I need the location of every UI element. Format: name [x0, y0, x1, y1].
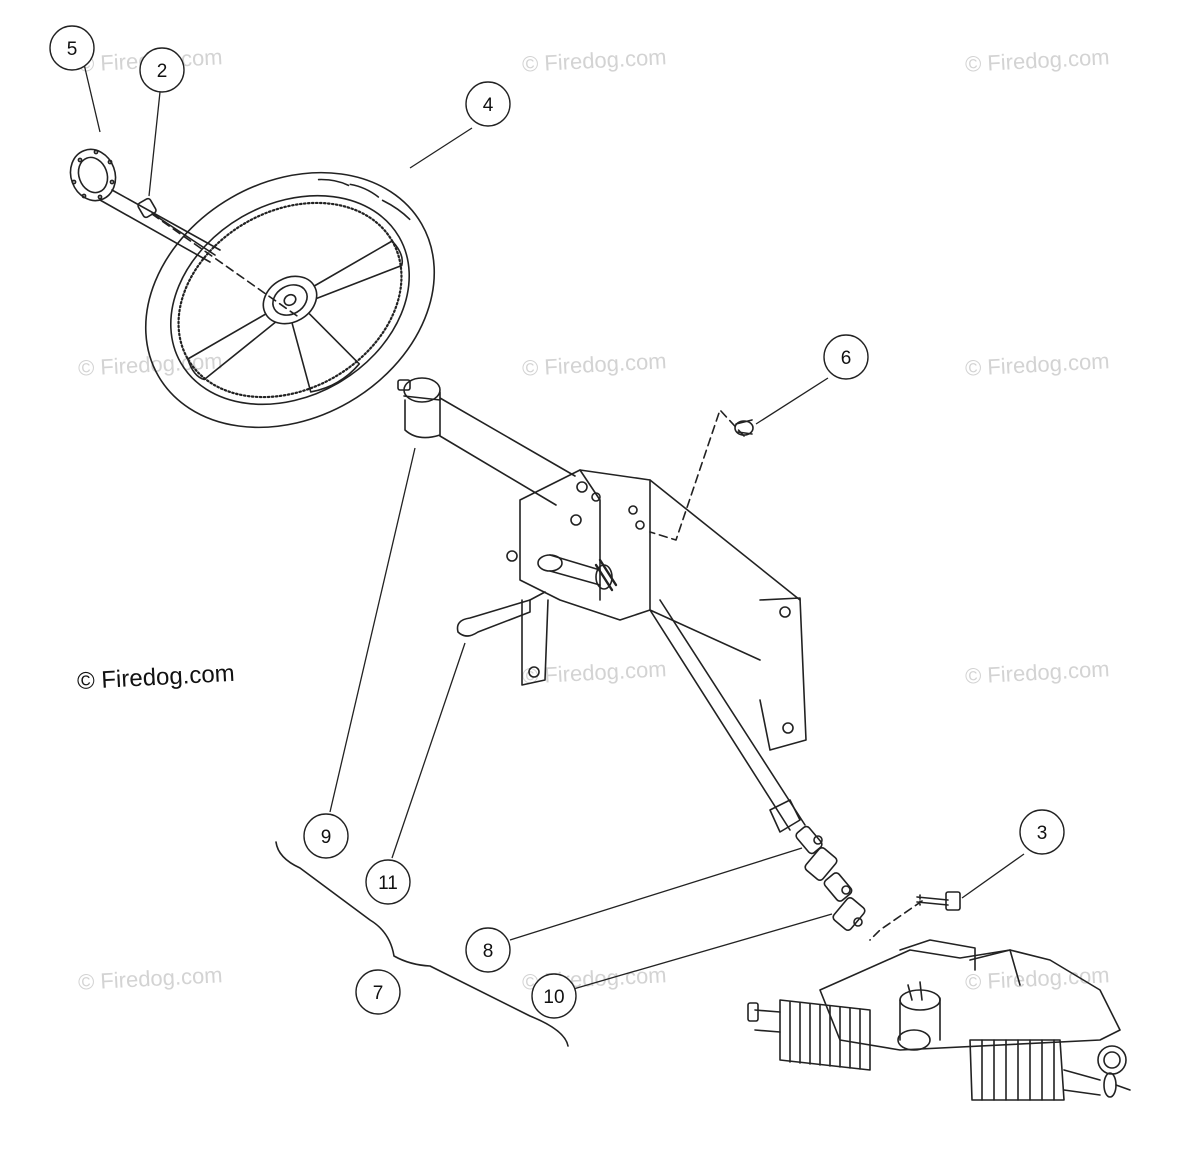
- callout-number: 8: [483, 941, 494, 962]
- callout-number: 6: [841, 348, 852, 369]
- callout-number: 9: [321, 827, 332, 848]
- bolt-alignment-line: [869, 900, 923, 941]
- callout-circles: [49, 25, 1065, 1019]
- callout-number: 7: [373, 983, 384, 1004]
- horn-cap: [69, 148, 221, 263]
- tilt-lever: [456, 591, 546, 637]
- callout-9: [303, 813, 349, 859]
- leader-lines: [83, 63, 1025, 991]
- callout-number: 2: [157, 61, 168, 82]
- callout-8: [465, 927, 511, 973]
- mounting-nut: [734, 419, 754, 436]
- callout-6: [823, 334, 869, 380]
- column-bracket: [506, 469, 807, 751]
- center-bolt: [137, 197, 216, 256]
- callout-4: [465, 81, 511, 127]
- callout-10: [531, 973, 577, 1019]
- nut-alignment-line: [649, 409, 745, 541]
- steering-wheel: [144, 171, 436, 429]
- callout-number: 3: [1037, 823, 1048, 844]
- callout-5: [49, 25, 95, 71]
- callout-3: [1019, 809, 1065, 855]
- callout-number: 11: [378, 873, 398, 894]
- callout-2: [139, 47, 185, 93]
- callout-7: [355, 969, 401, 1015]
- callout-number: 10: [543, 987, 564, 1008]
- alignment-line: [151, 213, 301, 319]
- universal-joint: [795, 825, 866, 931]
- steering-rack: [747, 939, 1131, 1101]
- group-bracket: [275, 841, 569, 1047]
- callout-number: 4: [483, 95, 494, 116]
- callout-number: 5: [67, 39, 78, 60]
- callout-11: [365, 859, 411, 905]
- pinch-bolt: [916, 891, 961, 911]
- steering-column-tube: [397, 377, 576, 506]
- lower-shaft: [649, 599, 806, 833]
